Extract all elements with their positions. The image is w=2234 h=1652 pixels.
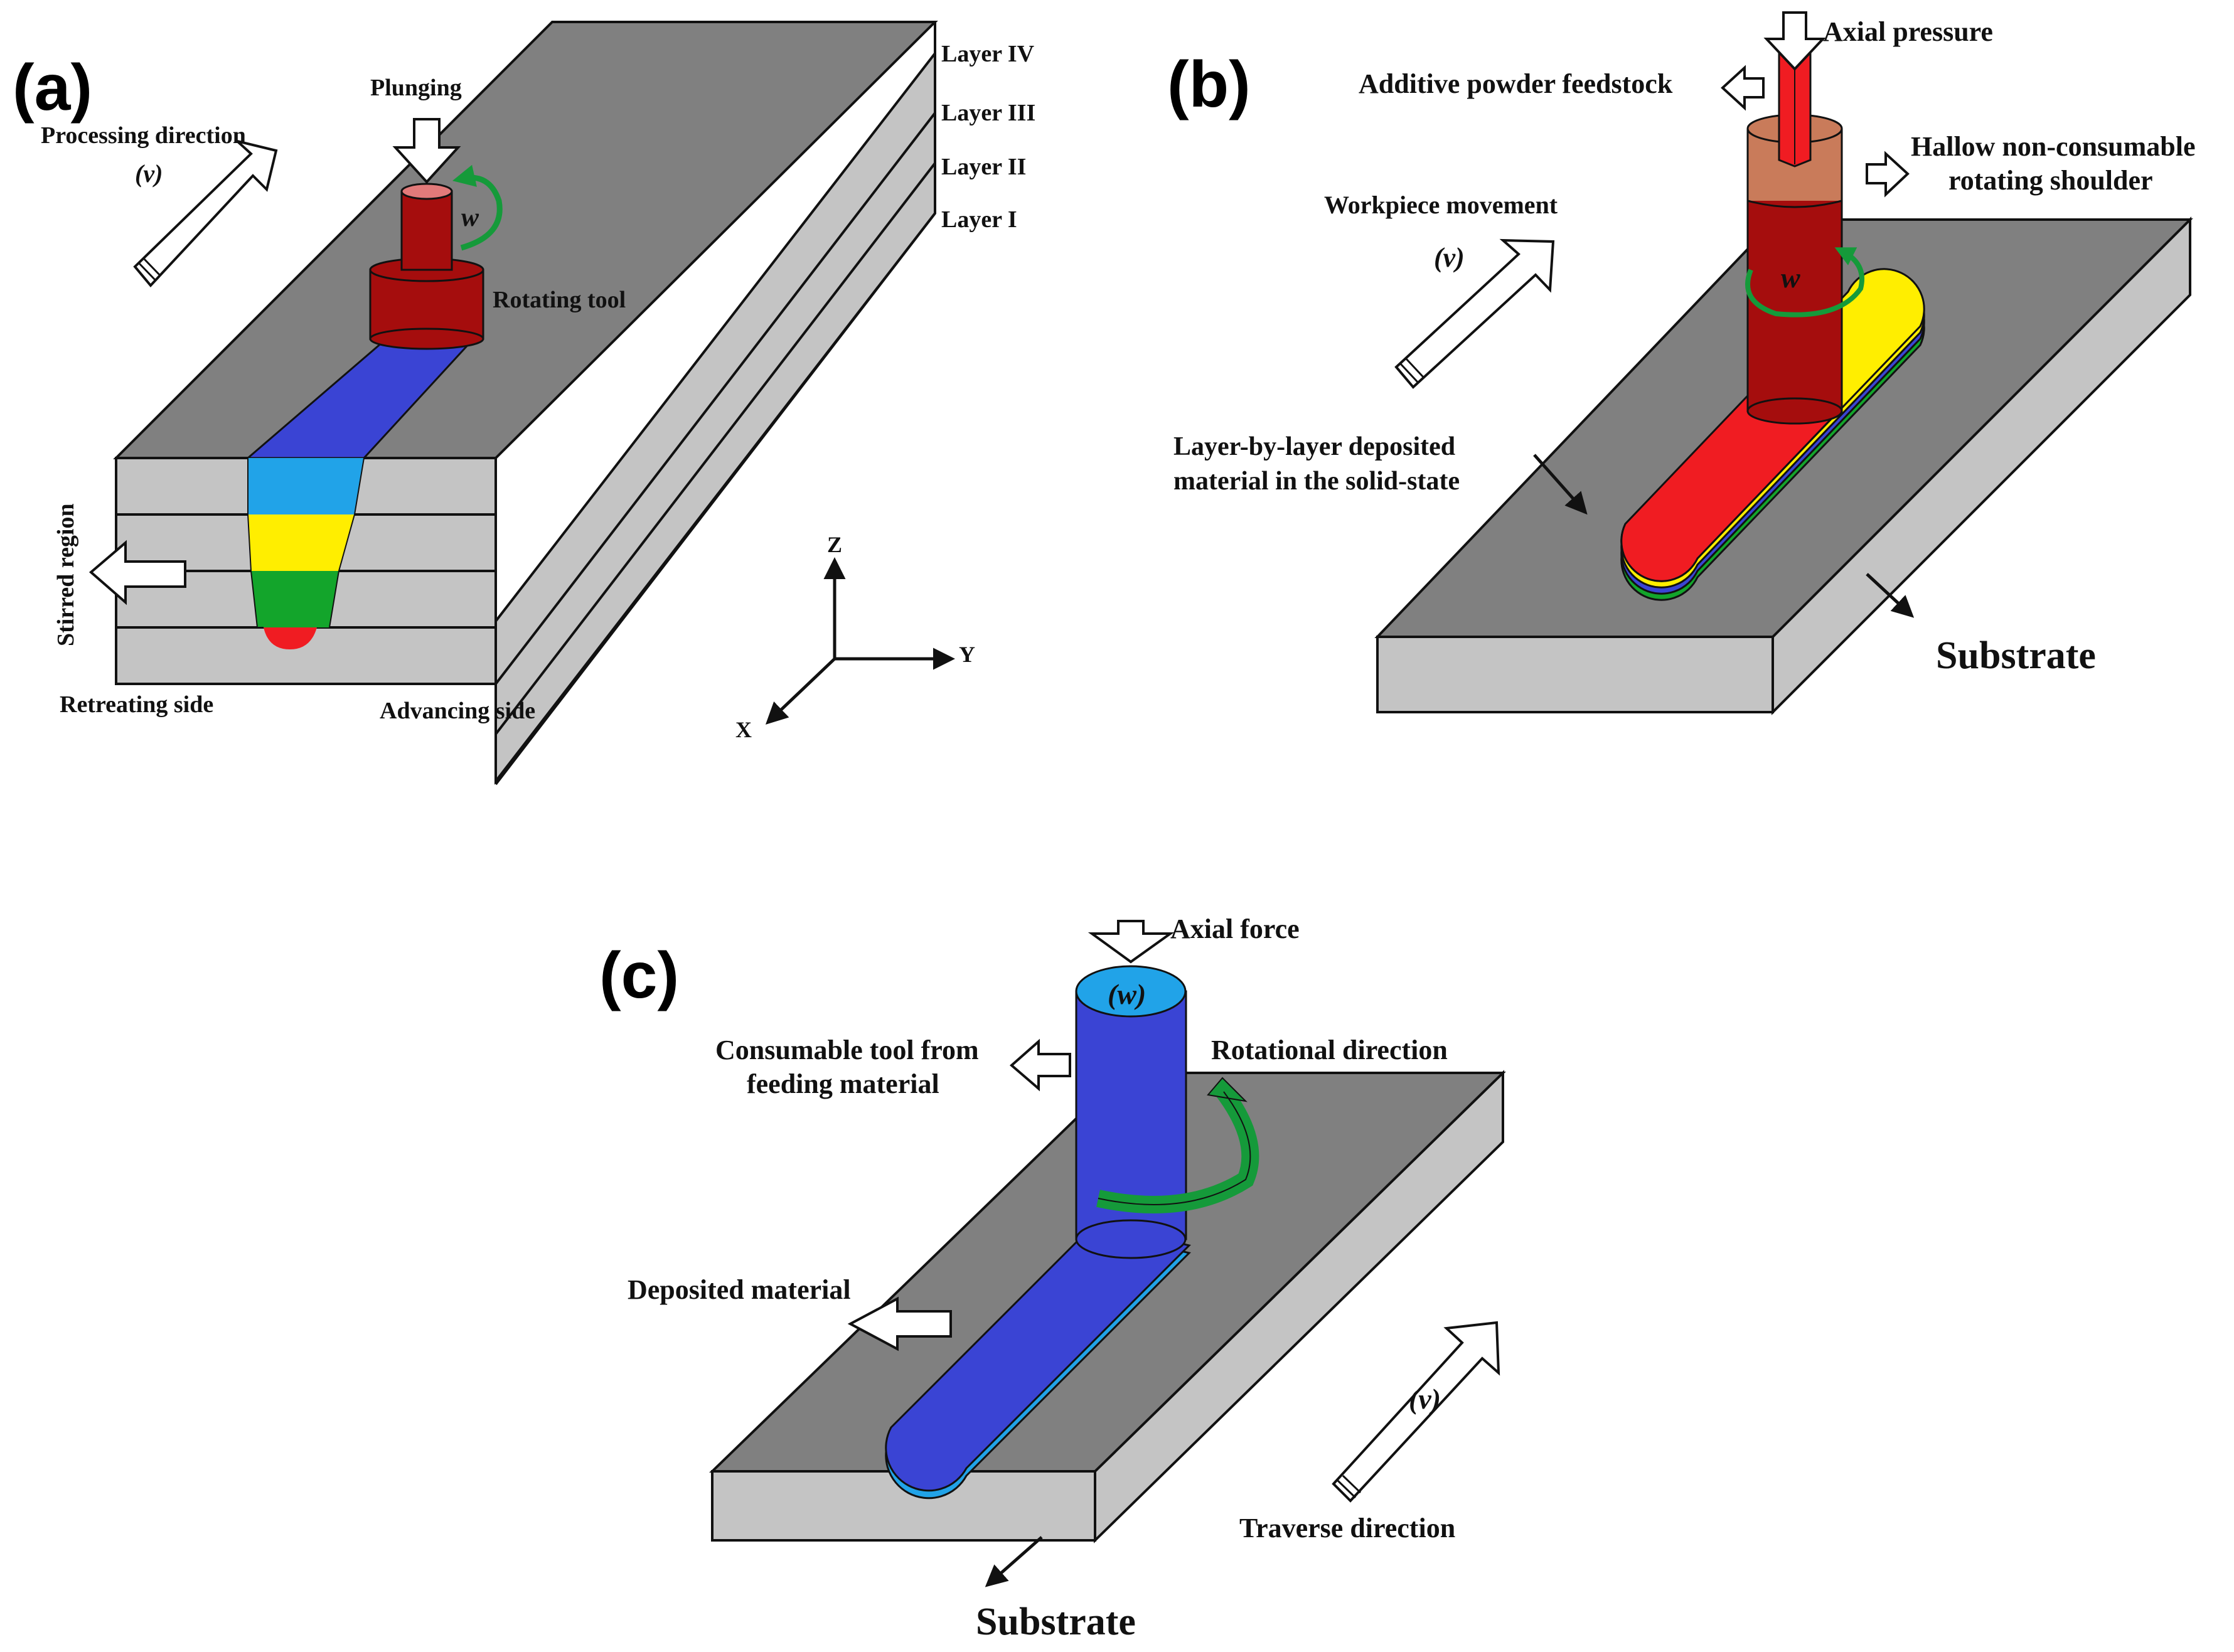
stir-zone-green: [251, 571, 339, 627]
axis-x-label: X: [735, 717, 752, 742]
workpiece-movement-label: Workpiece movement: [1324, 191, 1558, 219]
plunging-arrow-icon: [392, 118, 461, 184]
layer-divider: [494, 162, 936, 735]
substrate-b-front: [1376, 636, 1774, 713]
consumable-label-1: Consumable tool from: [715, 1035, 979, 1065]
deposited-strip-c: [885, 1222, 1191, 1500]
processing-direction-label: Processing direction: [41, 122, 246, 149]
advancing-side-label: Advancing side: [380, 698, 535, 724]
omega-symbol: w: [461, 203, 479, 232]
stir-zone-red: [264, 627, 317, 649]
rotation-arrow-icon: [452, 164, 503, 251]
rotating-tool-label: Rotating tool: [493, 287, 626, 313]
velocity-symbol: (ν): [1434, 242, 1465, 273]
deposited-arrow-icon: [847, 1296, 952, 1351]
axial-force-label: Axial force: [1170, 914, 1300, 944]
rotating-tool-a: [369, 183, 484, 350]
deposit-leader-arrow: [1533, 454, 1588, 515]
traverse-direction-arrow-icon: [1332, 1321, 1500, 1503]
retreating-side-label: Retreating side: [60, 691, 213, 718]
stirred-region-arrow-icon: [88, 540, 186, 605]
axis-z-label: Z: [827, 532, 842, 557]
substrate-c-label: Substrate: [976, 1601, 1136, 1643]
panel-b: (b): [1167, 11, 2196, 715]
rotational-direction-label: Rotational direction: [1211, 1035, 1448, 1065]
consumable-arrow-icon: [1009, 1038, 1071, 1092]
layer-ii-label: Layer II: [941, 154, 1026, 180]
stir-zone-cyan: [248, 458, 364, 514]
processing-direction-arrow-icon: [133, 140, 278, 288]
layer-iv-label: Layer IV: [941, 41, 1035, 67]
consumable-label-2: feeding material: [747, 1068, 939, 1099]
layer-divider: [494, 112, 936, 685]
panel-b-letter: (b): [1167, 48, 1251, 121]
layer-i-label: Layer I: [941, 206, 1017, 233]
layer-iii-label: Layer III: [941, 100, 1035, 126]
hollow-shoulder-label-1: Hallow non-consumable: [1911, 131, 2196, 162]
axes-triad: [765, 557, 955, 725]
plunging-label: Plunging: [370, 75, 462, 101]
omega-symbol: (w): [1108, 978, 1146, 1010]
stirred-region-label: Stirred region: [53, 503, 79, 646]
axial-force-arrow-icon: [1088, 920, 1175, 964]
axial-pressure-arrow-icon: [1763, 11, 1826, 71]
deposited-material-label: Deposited material: [628, 1274, 851, 1305]
velocity-symbol: (ν): [135, 159, 163, 188]
shoulder-arrow-icon: [1866, 151, 1910, 198]
rotating-shoulder-b: [1746, 43, 1843, 425]
rotation-arrow-icon: [1745, 247, 1864, 317]
traverse-direction-label: Traverse direction: [1239, 1513, 1455, 1543]
substrate-leader-arrow: [1866, 573, 1915, 618]
panel-a-letter: (a): [13, 51, 92, 124]
hollow-shoulder-label-2: rotating shoulder: [1948, 165, 2153, 196]
layer-deposit-label-2: material in the solid-state: [1173, 467, 1460, 496]
stir-zone-yellow: [248, 514, 355, 571]
substrate-b-label: Substrate: [1936, 634, 2096, 677]
velocity-symbol: (ν): [1409, 1383, 1441, 1415]
substrate-leader-arrow: [985, 1536, 1043, 1587]
deposit-stack-b: [1620, 268, 1925, 601]
panel-c: (c) Axial: [599, 914, 1506, 1643]
axial-pressure-label: Axial pressure: [1823, 16, 1993, 47]
layer-deposit-label-1: Layer-by-layer deposited: [1173, 432, 1455, 461]
powder-arrow-icon: [1721, 65, 1765, 111]
panel-a: (a): [13, 21, 1035, 786]
layer-divider: [494, 212, 936, 786]
workpiece-movement-arrow-icon: [1394, 238, 1555, 389]
panel-c-letter: (c): [599, 939, 679, 1012]
omega-symbol: w: [1781, 262, 1800, 294]
axis-y-label: Y: [959, 642, 975, 667]
additive-powder-label: Additive powder feedstock: [1359, 68, 1673, 99]
